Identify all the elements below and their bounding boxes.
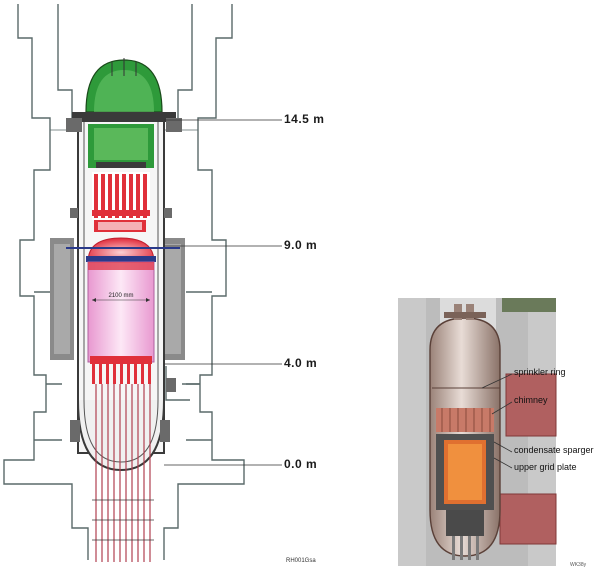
right-reactor-diagram — [398, 298, 557, 566]
elevation-label-9-0: 9.0 m — [284, 238, 318, 252]
elevation-label-14-5: 14.5 m — [284, 112, 325, 126]
left-reactor-diagram: 2100 mm — [3, 4, 282, 562]
reactor-core — [87, 261, 155, 363]
component-leader-lines — [481, 373, 513, 469]
right-control-rods — [446, 510, 484, 560]
vessel-nozzles — [70, 208, 176, 442]
elevation-label-0-0: 0.0 m — [284, 457, 318, 471]
lower-core-grid — [90, 356, 152, 384]
label-condensate-sparger: condensate sparger — [514, 445, 594, 455]
elevation-lines — [164, 119, 282, 466]
steam-separators — [92, 172, 150, 232]
label-chimney: chimney — [514, 395, 548, 405]
brick-block-upper — [505, 373, 557, 437]
brick-block-lower — [499, 493, 557, 545]
right-figure-code: WK38y — [570, 562, 587, 568]
concrete-structure — [3, 4, 245, 560]
right-core — [436, 434, 494, 510]
chimney — [436, 408, 494, 432]
elevation-label-4-0: 4.0 m — [284, 356, 318, 370]
diameter-label: 2100 mm — [108, 293, 133, 299]
control-rod-drives — [95, 384, 151, 562]
label-upper-grid-plate: upper grid plate — [514, 462, 577, 472]
left-figure-code: RH001Gsa — [286, 558, 316, 564]
vessel-head — [66, 58, 182, 132]
label-sprinkler-ring: sprinkler ring — [514, 367, 566, 377]
steam-dryer — [88, 124, 154, 168]
